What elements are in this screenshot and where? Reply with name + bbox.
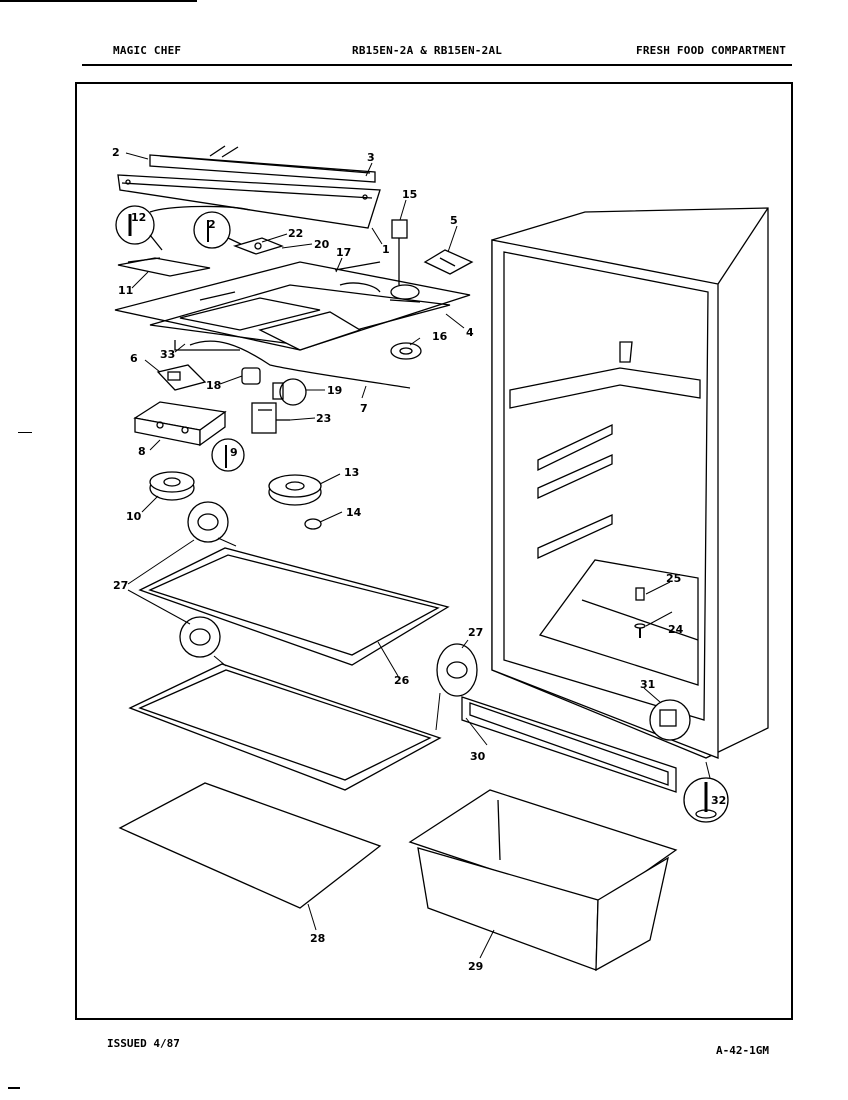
part-10-knob bbox=[149, 471, 195, 501]
callout-32: 32 bbox=[711, 794, 726, 807]
callout-8: 8 bbox=[138, 445, 146, 458]
leader-lines bbox=[125, 152, 711, 959]
callout-26: 26 bbox=[394, 674, 410, 687]
document-code: A-42-1GM bbox=[716, 1044, 769, 1057]
callout-18: 18 bbox=[206, 379, 221, 392]
diagram-frame bbox=[75, 82, 793, 1020]
inset-32 bbox=[683, 777, 729, 823]
callout-17: 17 bbox=[336, 246, 351, 259]
inset-2 bbox=[193, 211, 246, 249]
callout-20: 20 bbox=[314, 238, 330, 251]
control-housing bbox=[114, 261, 471, 351]
callout-12-inset: 12 bbox=[131, 211, 146, 224]
callout-7: 7 bbox=[360, 402, 368, 415]
part-19-bulb bbox=[272, 378, 307, 406]
brand-label: MAGIC CHEF bbox=[113, 44, 182, 57]
callout-2: 2 bbox=[112, 146, 120, 159]
part-18-socket bbox=[241, 367, 261, 385]
callout-13: 13 bbox=[344, 466, 359, 479]
header-rule bbox=[82, 64, 792, 66]
callout-2-inset: 2 bbox=[208, 218, 216, 231]
callout-27-right: 27 bbox=[468, 626, 483, 639]
callout-24: 24 bbox=[668, 623, 684, 636]
part-15-knob bbox=[390, 219, 420, 300]
upper-wire-shelf bbox=[138, 547, 450, 666]
callout-29: 29 bbox=[468, 960, 483, 973]
part-13-knob bbox=[268, 474, 322, 506]
callout-9: 9 bbox=[230, 446, 238, 459]
callout-28: 28 bbox=[310, 932, 325, 945]
inset-9 bbox=[211, 438, 245, 472]
callout-5: 5 bbox=[450, 214, 458, 227]
callout-31: 31 bbox=[640, 678, 655, 691]
margin-mark bbox=[18, 432, 32, 433]
inset-12 bbox=[115, 205, 163, 251]
part-24-screw bbox=[634, 623, 646, 638]
callout-1: 1 bbox=[382, 243, 390, 256]
callout-30: 30 bbox=[470, 750, 486, 763]
lower-wire-shelf bbox=[128, 663, 442, 791]
inset-27-right bbox=[436, 643, 478, 697]
part-8-box bbox=[133, 401, 227, 447]
part-28-glass bbox=[118, 782, 382, 909]
callout-33: 33 bbox=[160, 348, 175, 361]
callout-25: 25 bbox=[666, 572, 681, 585]
wire-harness bbox=[189, 340, 411, 389]
callout-23: 23 bbox=[316, 412, 331, 425]
callout-27-left: 27 bbox=[113, 579, 128, 592]
part-6-switch bbox=[156, 364, 207, 391]
part-11-bracket bbox=[117, 257, 211, 277]
issued-date: ISSUED 4/87 bbox=[107, 1037, 180, 1050]
part-14-washer bbox=[304, 518, 322, 530]
callout-15: 15 bbox=[402, 188, 417, 201]
model-label: RB15EN-2A & RB15EN-2AL bbox=[352, 44, 503, 57]
top-trim-bar bbox=[117, 145, 381, 229]
margin-tick bbox=[8, 1087, 20, 1089]
part-29-crisper bbox=[408, 789, 678, 972]
callout-3: 3 bbox=[367, 151, 375, 164]
refrigerator-cabinet bbox=[491, 207, 769, 759]
callout-14: 14 bbox=[346, 506, 362, 519]
callout-16: 16 bbox=[432, 330, 448, 343]
inset-27-lower bbox=[179, 616, 221, 658]
top-edge-rule bbox=[0, 0, 197, 2]
part-25-clip bbox=[635, 587, 645, 601]
part-30-grille bbox=[461, 696, 677, 793]
inset-27-upper bbox=[187, 501, 229, 543]
section-label: FRESH FOOD COMPARTMENT bbox=[636, 44, 787, 57]
part-5-clip bbox=[423, 249, 474, 275]
part-16-ring bbox=[390, 342, 422, 360]
callout-19: 19 bbox=[327, 384, 342, 397]
part-23-relay bbox=[251, 402, 290, 434]
part-20-plate bbox=[232, 237, 284, 255]
callout-10: 10 bbox=[126, 510, 142, 523]
callout-22: 22 bbox=[288, 227, 303, 240]
callout-6: 6 bbox=[130, 352, 138, 365]
callout-11: 11 bbox=[118, 284, 133, 297]
inset-31 bbox=[649, 699, 691, 741]
callout-4: 4 bbox=[466, 326, 474, 339]
